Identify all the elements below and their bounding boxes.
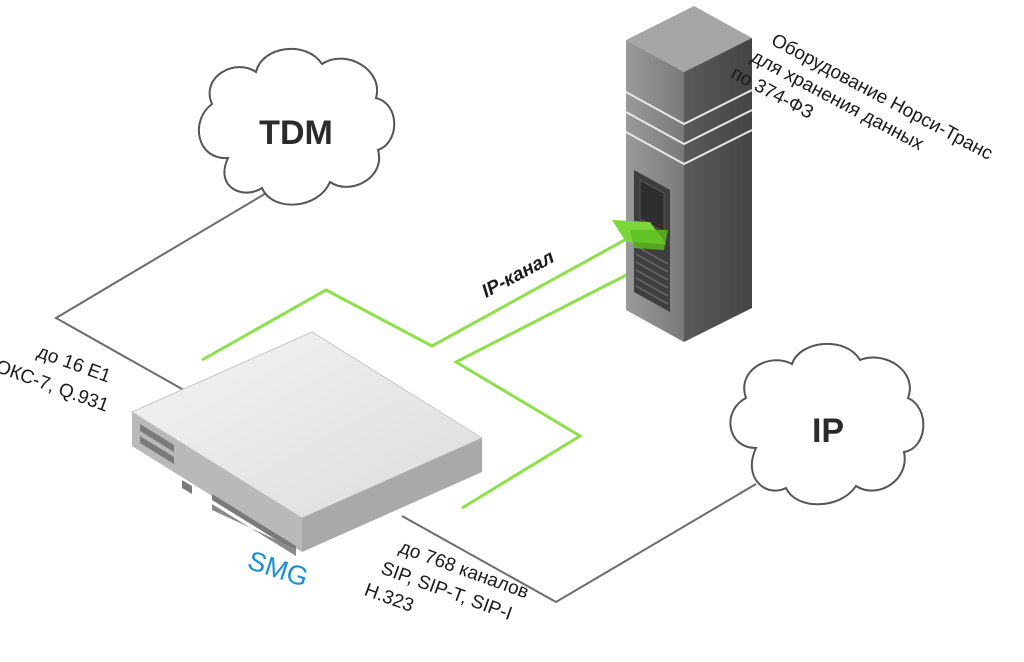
ip-channel-line-lower — [452, 266, 641, 510]
ip-channel-label: IP-канал — [478, 247, 558, 303]
smg-ports — [140, 424, 296, 556]
smg-label: SMG — [244, 545, 312, 593]
ip-link-line — [401, 483, 757, 604]
ip-channel-line-upper — [201, 234, 633, 362]
tdm-link-line — [54, 191, 269, 399]
ip-link-labels: до 768 каналов SIP, SIP-T, SIP-I H.323 — [362, 537, 532, 625]
smg-device — [130, 331, 484, 556]
ip-cloud: IP — [729, 343, 925, 506]
tdm-link-labels: до 16 E1 ОКС-7, Q.931 — [0, 342, 113, 417]
ip-cloud-label: IP — [812, 412, 844, 450]
tdm-cloud: TDM — [197, 47, 396, 206]
storage-caption: Оборудование Норси-Транс для хранения да… — [727, 30, 996, 165]
storage-rack — [625, 6, 753, 342]
ip-channel-arrowhead — [612, 220, 668, 250]
tdm-cloud-label: TDM — [259, 114, 333, 152]
